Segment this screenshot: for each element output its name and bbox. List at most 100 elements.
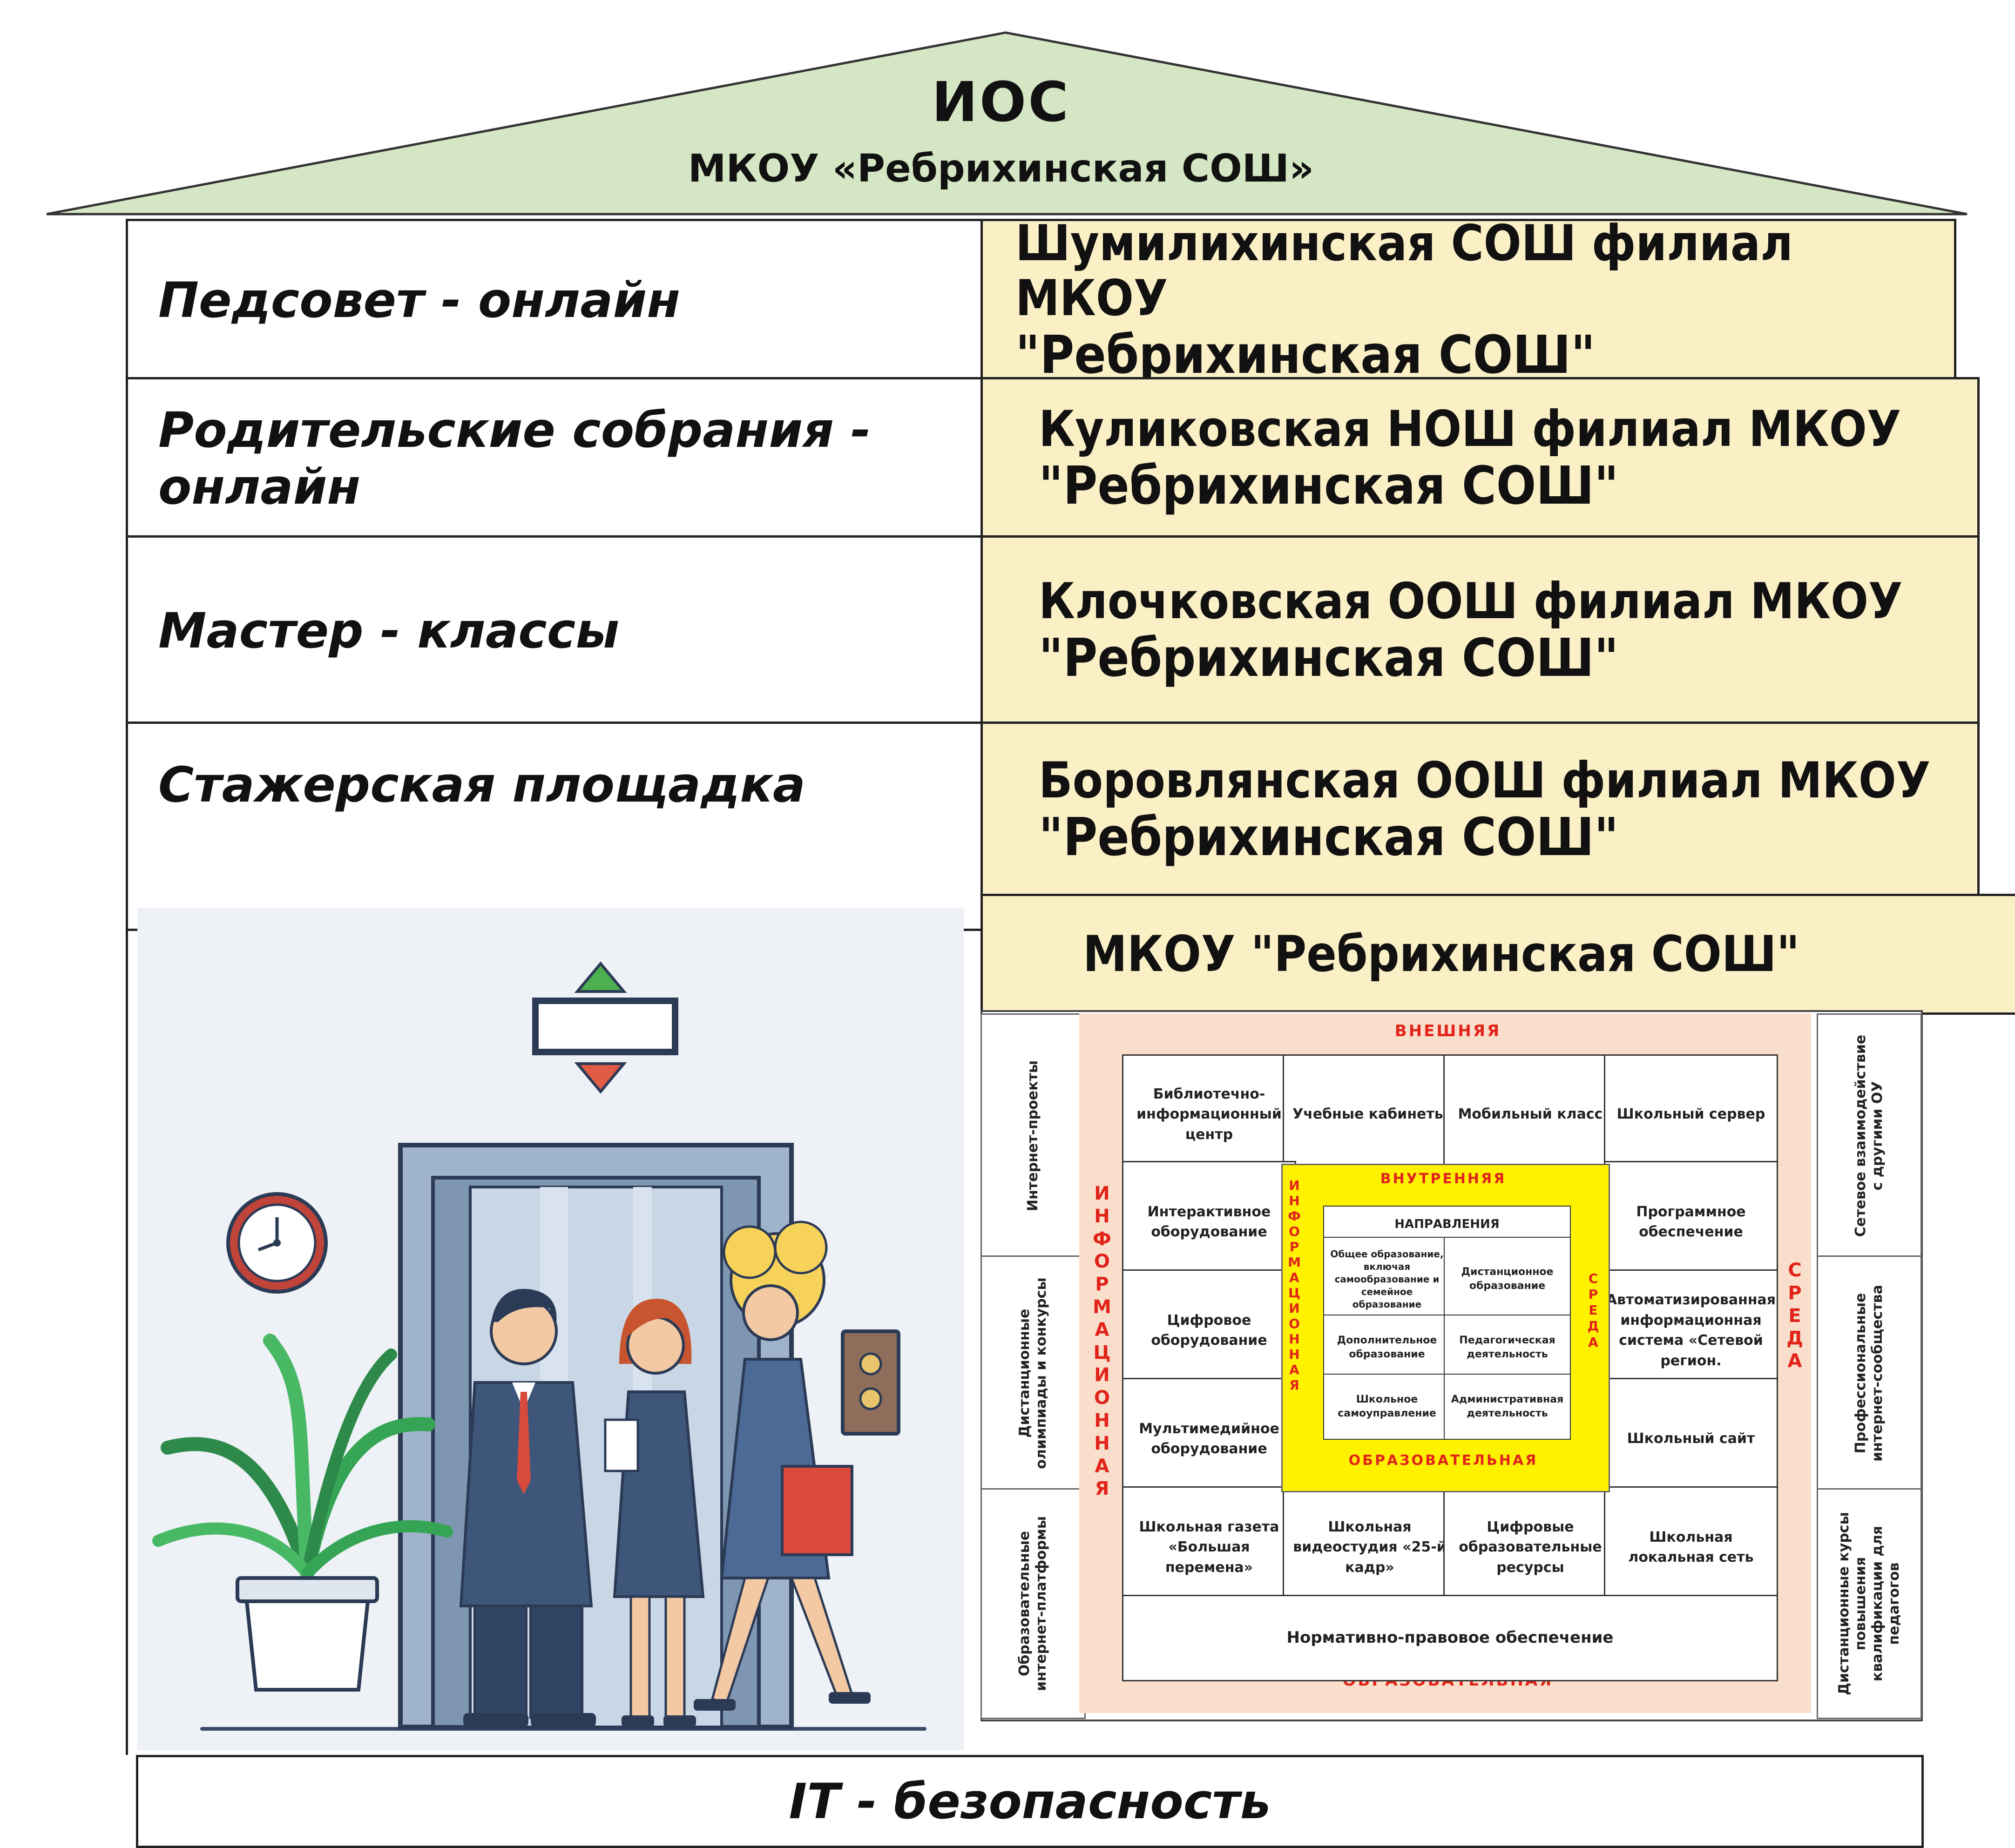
stacked-letter: Н: [1094, 1432, 1110, 1454]
direction-general-education: Общее образование, включая самообразован…: [1323, 1237, 1451, 1322]
branch-name: Шумилихинская СОШ филиал МКОУ: [1015, 214, 1793, 327]
roof-subtitle: МКОУ «Ребрихинская СОШ»: [688, 147, 1314, 191]
direction-administrative-activity: Административная деятельность: [1444, 1374, 1571, 1440]
cell-multimedia-equipment: Мультимедийное оборудование: [1122, 1378, 1296, 1500]
side-olympiads: Дистанционные олимпиады и конкурсы: [980, 1255, 1086, 1491]
inner-top-label: ВНУТРЕННЯЯ: [1380, 1171, 1507, 1187]
cell-mobile-class: Мобильный класс: [1443, 1054, 1617, 1174]
illustration-frame: [126, 894, 980, 1755]
stacked-letter: Н: [1094, 1205, 1110, 1227]
stacked-letter: А: [1289, 1270, 1299, 1286]
side-courses: Дистанционные курсы повышения квалификац…: [1817, 1488, 1922, 1719]
side-label: Профессиональные интернет-сообщества: [1853, 1285, 1886, 1462]
plant-icon: [152, 1334, 453, 1692]
left-row-label: Стажерская площадка: [158, 756, 806, 813]
stacked-letter: Д: [1587, 1318, 1599, 1334]
stacked-letter: М: [1093, 1296, 1111, 1318]
direction-self-government: Школьное самоуправление: [1323, 1374, 1451, 1440]
stacked-letter: Ф: [1288, 1208, 1301, 1224]
left-row-parents: Родительские собрания - онлайн: [126, 377, 1015, 540]
stacked-letter: А: [1588, 1334, 1598, 1350]
direction-additional-education: Дополнительное образование: [1323, 1315, 1451, 1381]
stacked-letter: Н: [1289, 1347, 1300, 1362]
stacked-letter: А: [1787, 1350, 1802, 1372]
man-figure: [459, 1288, 596, 1727]
left-row-label: Мастер - классы: [158, 602, 620, 659]
stacked-letter: Д: [1786, 1328, 1803, 1349]
it-security-label: IT - безопасность: [789, 1773, 1271, 1830]
cell-digital-resources: Цифровые образовательные ресурсы: [1443, 1486, 1617, 1608]
left-row-internship: Стажерская площадка: [126, 722, 1015, 931]
side-label: Сетевое взаимодействие с другими ОУ: [1853, 1034, 1886, 1237]
cell-local-network: Школьная локальная сеть: [1604, 1486, 1778, 1608]
branch-borovlyanka: Боровлянская ООШ филиал МКОУ "Ребрихинск…: [980, 722, 1980, 898]
side-label: Дистанционные курсы повышения квалификац…: [1836, 1512, 1902, 1695]
branch-parent: "Ребрихинская СОШ": [1039, 455, 1619, 516]
stacked-letter: Ц: [1288, 1285, 1300, 1301]
branch-parent: "Ребрихинская СОШ": [1015, 325, 1596, 385]
cell-ais-network-region: Автоматизированная информационная систем…: [1604, 1269, 1778, 1391]
branch-klochki: Клочковская ООШ филиал МКОУ "Ребрихинска…: [980, 535, 1980, 726]
stacked-letter: М: [1288, 1254, 1301, 1270]
stacked-letter: Е: [1589, 1302, 1598, 1318]
stacked-letter: И: [1289, 1301, 1300, 1316]
cell-classrooms: Учебные кабинеты: [1283, 1054, 1457, 1174]
stacked-letter: О: [1094, 1387, 1110, 1409]
main-school: МКОУ "Ребрихинская СОШ": [980, 894, 2015, 1015]
stacked-letter: Н: [1289, 1193, 1300, 1209]
stacked-letter: Ф: [1093, 1228, 1111, 1250]
side-label: Дистанционные олимпиады и конкурсы: [1016, 1277, 1049, 1469]
branch-parent: "Ребрихинская СОШ": [1039, 807, 1619, 868]
stacked-letter: Р: [1095, 1274, 1109, 1295]
branch-name: Боровлянская ООШ филиал МКОУ: [1039, 751, 1931, 809]
direction-distance-education: Дистанционное образование: [1444, 1237, 1571, 1322]
cell-interactive-equipment: Интерактивное оборудование: [1122, 1161, 1296, 1283]
direction-pedagogical-activity: Педагогическая деятельность: [1444, 1315, 1571, 1381]
branch-kulikovo: Куликовская НОШ филиал МКОУ "Ребрихинска…: [980, 377, 1980, 540]
stacked-letter: Н: [1094, 1410, 1110, 1431]
cell-digital-equipment: Цифровое оборудование: [1122, 1269, 1296, 1391]
cell-school-website: Школьный сайт: [1604, 1378, 1778, 1500]
side-platforms: Образовательные интернет-платформы: [980, 1488, 1086, 1719]
woman-walking-figure: [694, 1221, 871, 1711]
cell-school-newspaper: Школьная газета «Большая перемена»: [1122, 1486, 1296, 1608]
roof: [47, 31, 1968, 216]
roof-title: ИОС: [932, 70, 1070, 134]
stacked-letter: А: [1095, 1319, 1109, 1341]
branch-shumilikha: Шумилихинская СОШ филиал МКОУ "Ребрихинс…: [980, 214, 1956, 385]
cell-library: Библиотечно-информационный центр: [1122, 1054, 1296, 1174]
branch-name: Куликовская НОШ филиал МКОУ: [1039, 400, 1901, 458]
side-label: Интернет-проекты: [1025, 1060, 1041, 1211]
cell-video-studio: Школьная видеостудия «25-й кадр»: [1283, 1486, 1457, 1608]
stacked-letter: Е: [1788, 1305, 1801, 1327]
stacked-letter: Я: [1289, 1377, 1299, 1393]
it-security-bar: IT - безопасность: [136, 1755, 1924, 1848]
branch-name: Клочковская ООШ филиал МКОУ: [1039, 572, 1903, 630]
cell-legal-basis: Нормативно-правовое обеспечение: [1122, 1595, 1778, 1681]
stacked-letter: С: [1588, 1271, 1598, 1286]
side-networking: Сетевое взаимодействие с другими ОУ: [1817, 1013, 1922, 1258]
side-communities: Профессиональные интернет-сообщества: [1817, 1255, 1922, 1491]
outer-top-label: ВНЕШНЯЯ: [1394, 1022, 1501, 1040]
main-school-name: МКОУ "Ребрихинская СОШ": [1083, 925, 1800, 983]
stacked-letter: Я: [1095, 1478, 1109, 1500]
branch-parent: "Ребрихинская СОШ": [1039, 627, 1619, 688]
side-internet-projects: Интернет-проекты: [980, 1013, 1086, 1258]
stacked-letter: И: [1289, 1178, 1300, 1193]
stacked-letter: С: [1788, 1260, 1802, 1281]
stacked-letter: Ц: [1093, 1342, 1111, 1363]
stacked-letter: Н: [1289, 1331, 1300, 1347]
stacked-letter: А: [1289, 1362, 1299, 1378]
stacked-letter: О: [1289, 1224, 1300, 1240]
stacked-letter: Р: [1588, 1287, 1598, 1302]
left-row-masterclass: Мастер - классы: [126, 535, 1015, 726]
elevator-illustration: [137, 908, 964, 1750]
clock-icon: [226, 1192, 328, 1294]
cell-school-server: Школьный сервер: [1604, 1054, 1778, 1174]
stacked-letter: А: [1095, 1455, 1109, 1477]
cell-software: Программное обеспечение: [1604, 1161, 1778, 1283]
stacked-letter: И: [1094, 1183, 1110, 1204]
stacked-letter: О: [1094, 1251, 1110, 1273]
